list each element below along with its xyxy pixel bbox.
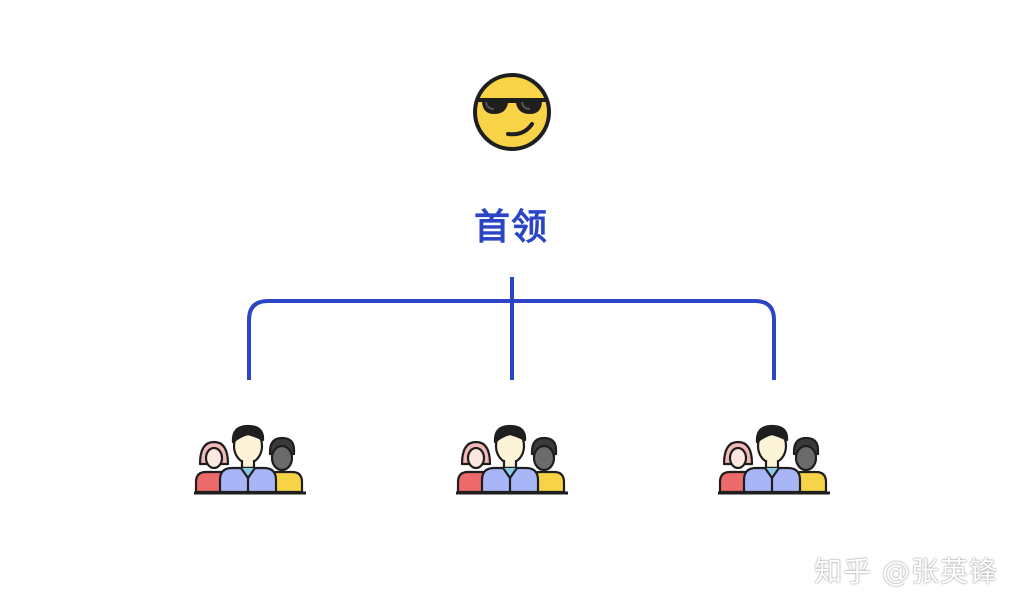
people-group-icon bbox=[718, 424, 830, 495]
people-group-icon bbox=[456, 424, 568, 495]
sunglasses-face-icon bbox=[473, 73, 551, 151]
people-group-icon bbox=[194, 424, 306, 495]
watermark: 知乎 @张英锋 bbox=[814, 555, 998, 588]
leader-label: 首领 bbox=[473, 207, 548, 248]
connector-bracket bbox=[247, 299, 776, 380]
